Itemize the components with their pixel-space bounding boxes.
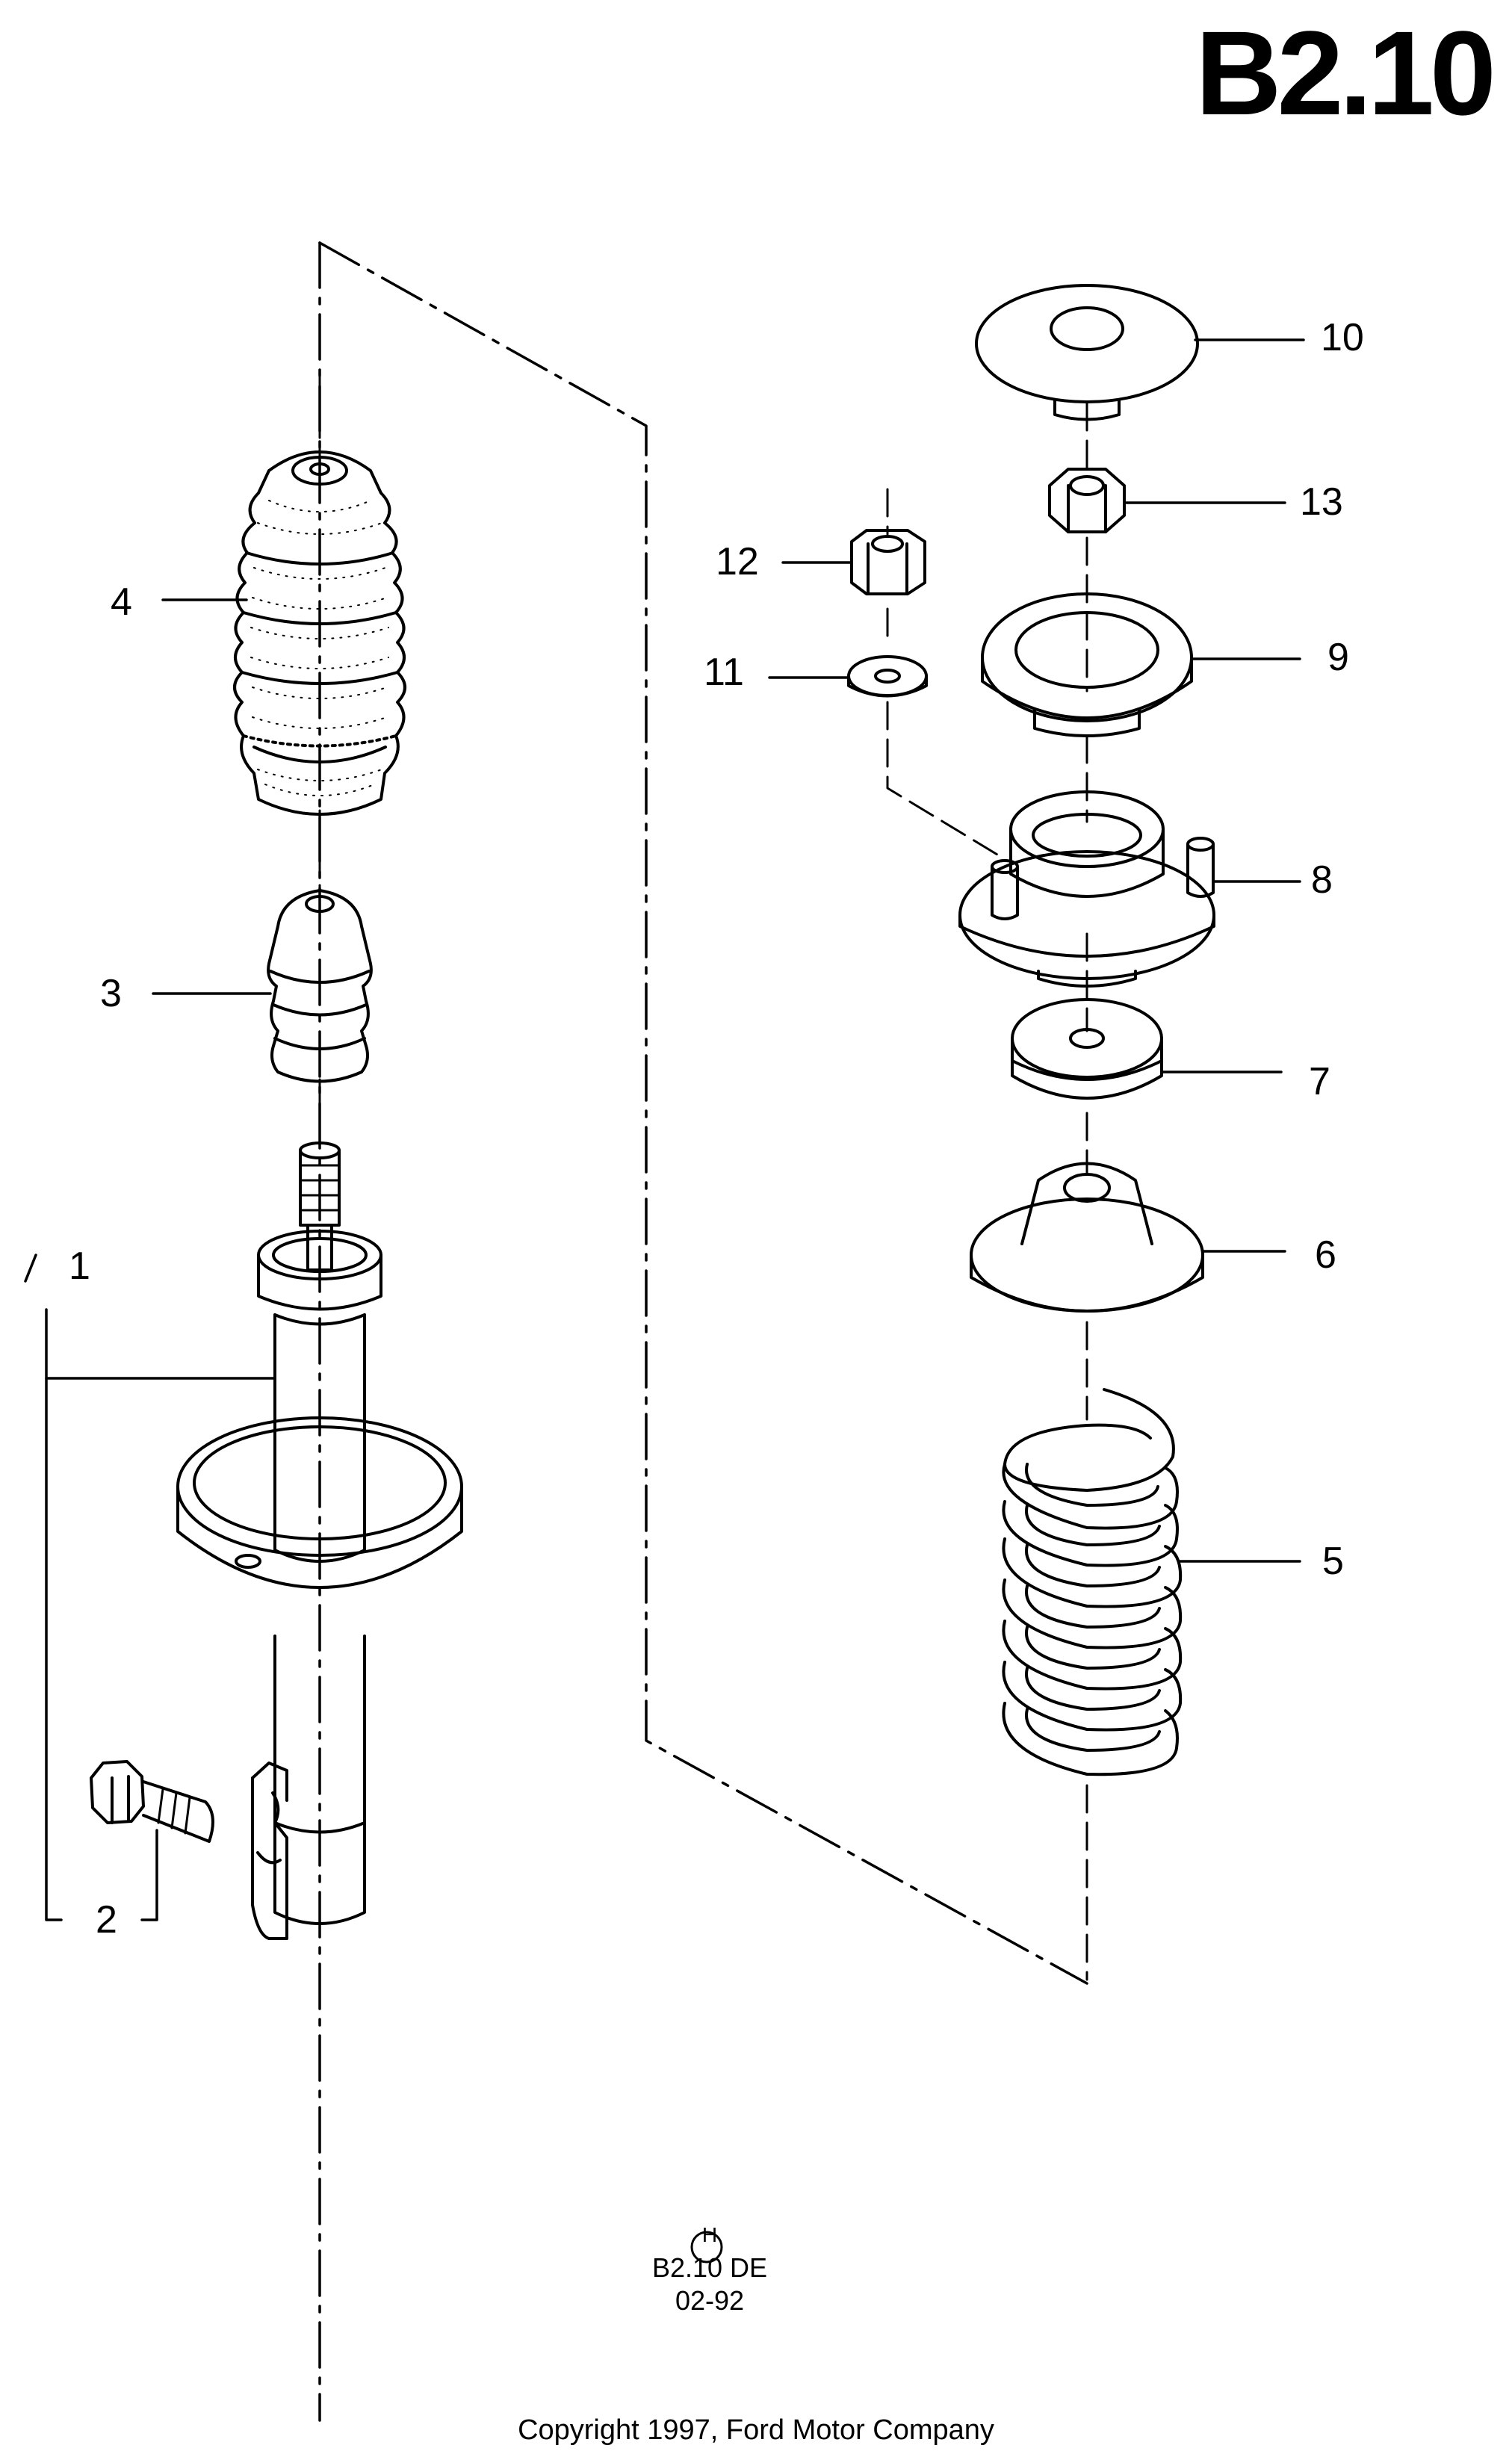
nut-part-13 — [1048, 468, 1126, 533]
region-mark-label: H — [701, 2223, 718, 2246]
drawing-code: B2.10 DE — [651, 2252, 768, 2283]
callout-12: 12 — [716, 540, 759, 583]
center-axis-lines — [318, 372, 1088, 1981]
callout-3: 3 — [100, 972, 122, 1015]
coil-spring-part — [1002, 1388, 1183, 1776]
drawing-date: 02-92 — [675, 2285, 745, 2316]
callout-13: 13 — [1300, 480, 1343, 524]
drawing-reference: H B2.10 DE 02-92 — [642, 2219, 777, 2317]
shock-absorber-strut-part — [176, 1141, 463, 1940]
bump-stop-part — [267, 889, 373, 1083]
cap-part — [975, 284, 1199, 421]
bearing-part — [1011, 998, 1163, 1100]
callout-10: 10 — [1321, 316, 1364, 359]
callout-7: 7 — [1309, 1060, 1330, 1103]
callout-2: 2 — [96, 1898, 117, 1942]
nut-part-12 — [850, 529, 926, 595]
dust-boot-part — [233, 450, 406, 816]
region-mark-circle — [690, 2231, 723, 2264]
callout-1: 1 — [69, 1245, 90, 1288]
lower-spring-seat-part — [970, 1162, 1204, 1313]
callout-6: 6 — [1315, 1233, 1336, 1277]
leader-lines — [24, 338, 1305, 1921]
copyright-footer: Copyright 1997, Ford Motor Company — [518, 2414, 994, 2446]
callout-4: 4 — [111, 580, 132, 624]
page-code: B2.10 — [1195, 6, 1496, 140]
callout-5: 5 — [1322, 1540, 1344, 1583]
upper-spring-seat-part — [981, 592, 1193, 737]
washer-part — [847, 655, 928, 698]
top-mount-part — [958, 790, 1215, 988]
bolt-part — [90, 1760, 214, 1843]
callout-11: 11 — [704, 651, 744, 694]
callout-8: 8 — [1311, 858, 1333, 902]
callout-9: 9 — [1327, 636, 1349, 679]
assembly-outline — [318, 241, 1088, 2422]
